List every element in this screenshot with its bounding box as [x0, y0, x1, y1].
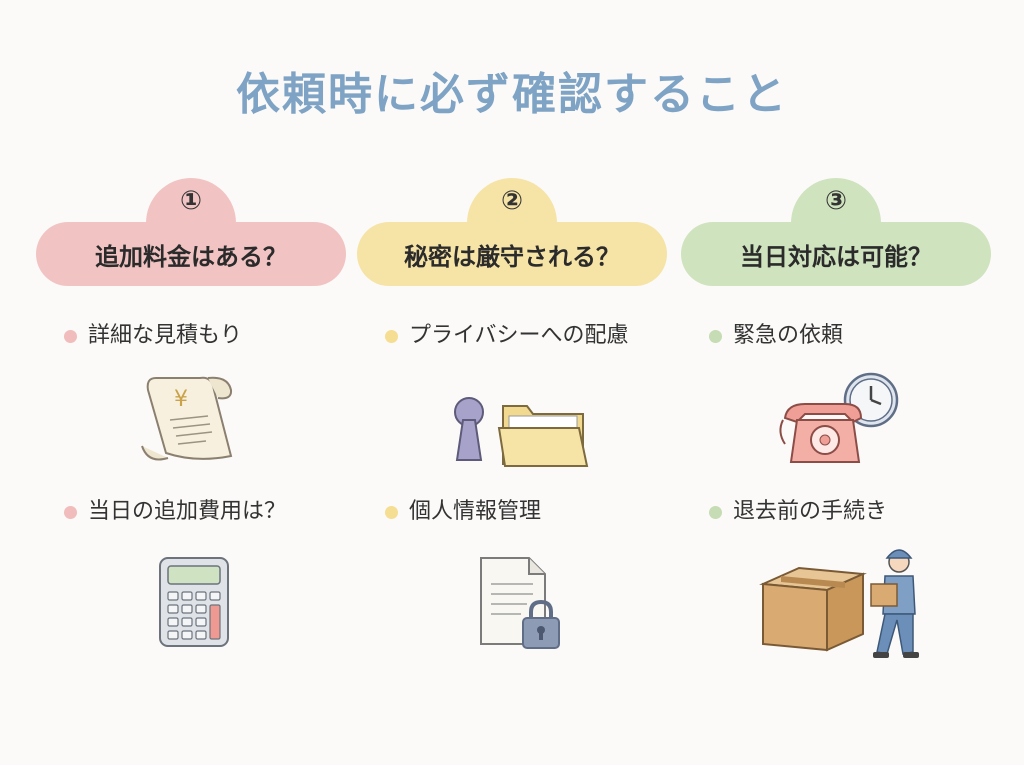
svg-text:¥: ¥ — [174, 387, 188, 412]
page-title: 依頼時に必ず確認すること — [236, 69, 788, 120]
list-item: 当日の追加費用は？ — [64, 496, 334, 528]
bullet-dot — [64, 506, 77, 519]
telephone-clock-icon — [779, 372, 899, 463]
list-item: プライバシーへの配慮 — [385, 320, 655, 352]
list-item: 個人情報管理 — [385, 496, 655, 528]
bullet-dot — [709, 330, 722, 343]
bullet-dot — [709, 506, 722, 519]
list-item: 詳細な見積もり — [64, 320, 334, 352]
locked-document-icon — [480, 557, 560, 649]
list-item-label: 当日の追加費用は？ — [88, 499, 287, 524]
list-item-label: 緊急の依頼 — [733, 323, 844, 348]
bullet-dot — [64, 330, 77, 343]
calculator-icon — [159, 557, 229, 647]
mover-box-icon — [759, 549, 919, 658]
keyhole-folder-icon — [454, 397, 589, 467]
bullet-dot — [385, 330, 398, 343]
column-heading: 当日対応は可能？ — [681, 222, 991, 286]
bullet-dot — [385, 506, 398, 519]
list-item: 緊急の依頼 — [709, 320, 979, 352]
column-heading: 秘密は厳守される？ — [357, 222, 667, 286]
list-item-label: 退去前の手続き — [733, 499, 888, 524]
column-heading: 追加料金はある？ — [36, 222, 346, 286]
list-item-label: 詳細な見積もり — [88, 323, 243, 348]
list-item: 退去前の手続き — [709, 496, 979, 528]
receipt-icon: ¥ — [141, 376, 233, 461]
list-item-label: 個人情報管理 — [409, 499, 542, 524]
list-item-label: プライバシーへの配慮 — [409, 323, 629, 348]
